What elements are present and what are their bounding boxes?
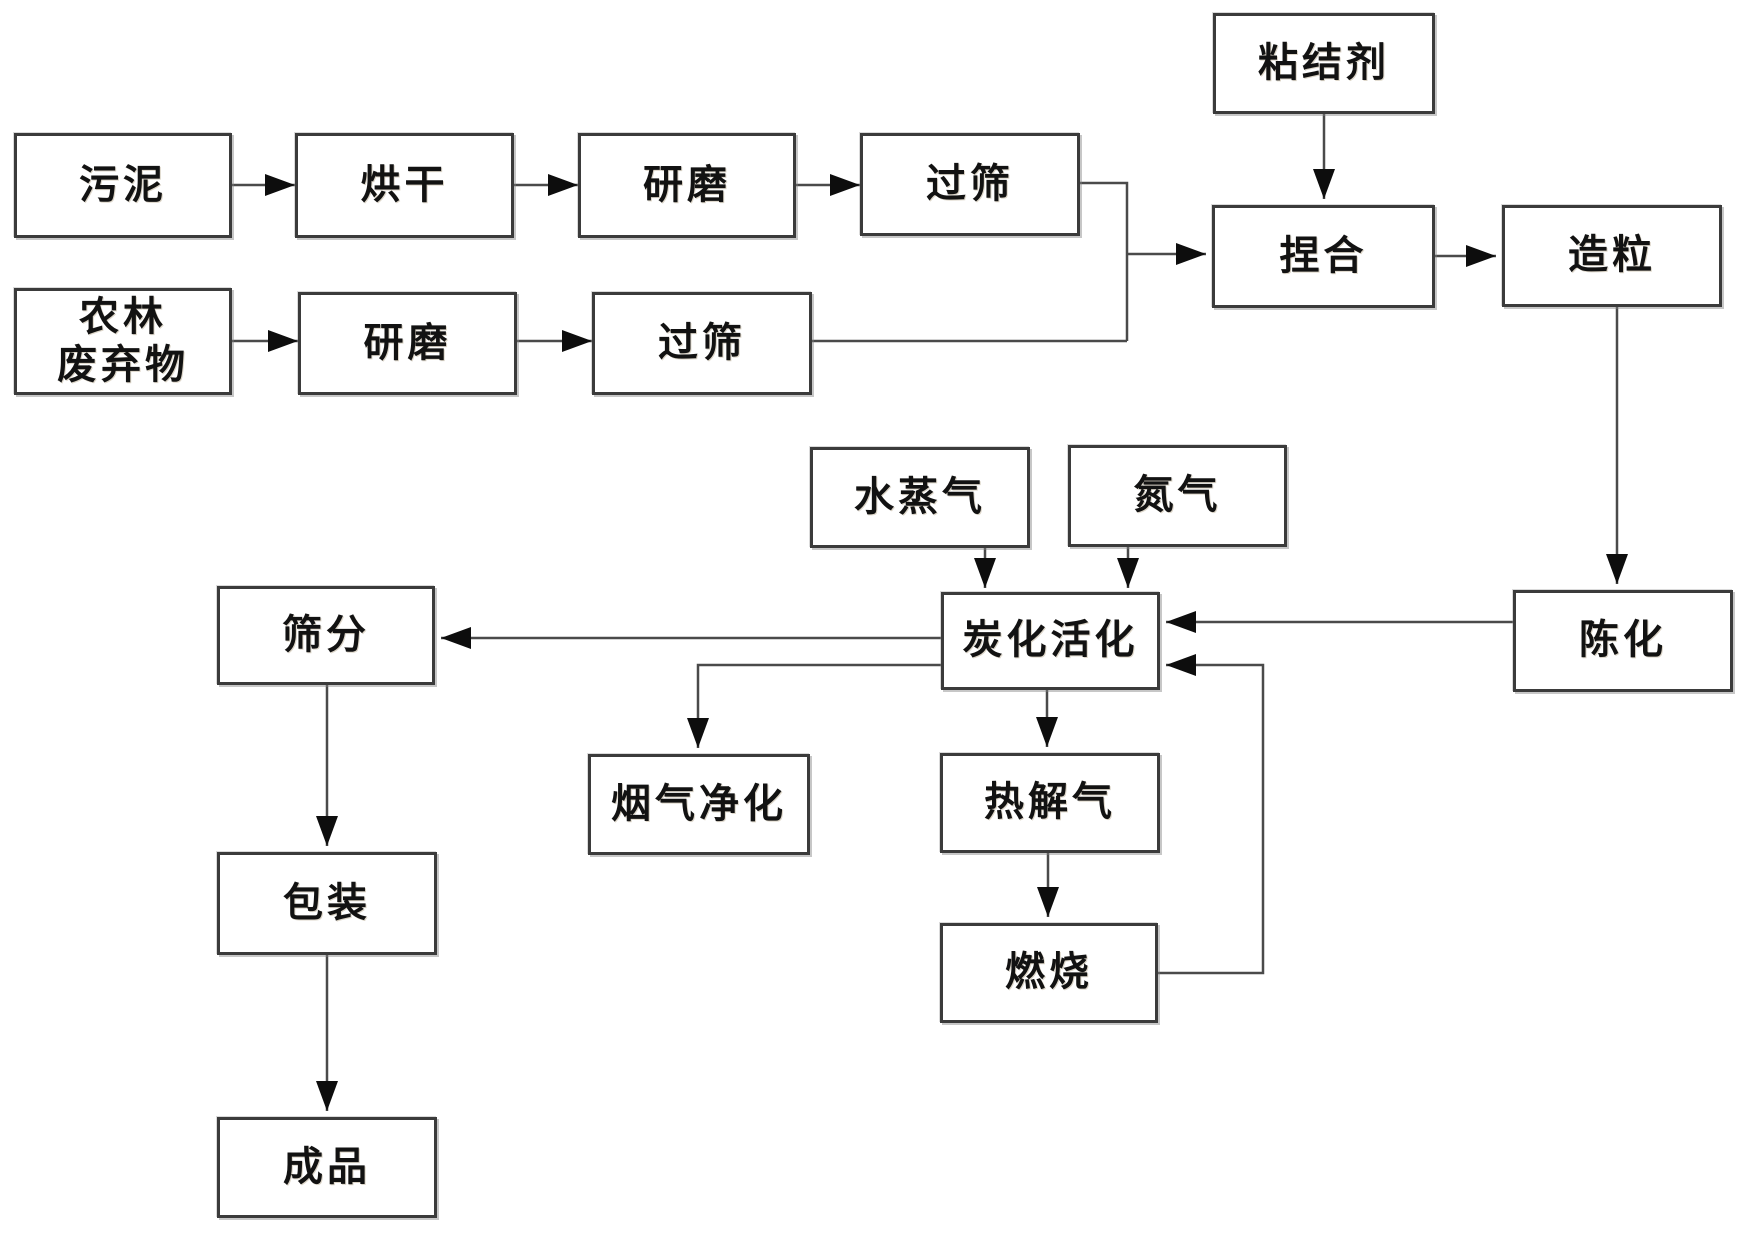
arrowhead-merge-bus-kneading bbox=[1176, 243, 1206, 265]
arrowhead-granulation-aging bbox=[1606, 554, 1628, 584]
arrowhead-kneading-granulation bbox=[1466, 245, 1496, 267]
node-packaging: 包装 bbox=[217, 852, 437, 955]
node-label-sieving-1: 过筛 bbox=[926, 161, 1014, 206]
edge-sieving-1-merge-bus bbox=[1080, 181, 1129, 341]
node-drying: 烘干 bbox=[295, 133, 514, 238]
arrowhead-sludge-drying bbox=[265, 174, 295, 196]
node-label-finished-product: 成品 bbox=[283, 1144, 371, 1189]
arrowhead-packaging-finished-product bbox=[316, 1081, 338, 1111]
arrowhead-carbonization-activation-pyrolysis-gas bbox=[1036, 717, 1058, 747]
node-steam: 水蒸气 bbox=[810, 447, 1030, 548]
node-kneading: 捏合 bbox=[1212, 205, 1435, 308]
arrowhead-grinding-2-sieving-2 bbox=[562, 330, 592, 352]
node-sludge: 污泥 bbox=[14, 133, 232, 238]
node-label-grinding-2: 研磨 bbox=[363, 320, 452, 365]
node-label-pyrolysis-gas: 热解气 bbox=[984, 780, 1116, 825]
node-granulation: 造粒 bbox=[1502, 205, 1722, 307]
node-screening: 筛分 bbox=[217, 586, 435, 685]
node-label-carbonization-activation: 炭化活化 bbox=[962, 618, 1139, 663]
node-carbonization-activation: 炭化活化 bbox=[941, 592, 1160, 690]
arrowhead-nitrogen-carbonization-activation bbox=[1117, 558, 1139, 588]
node-label-granulation: 造粒 bbox=[1568, 233, 1656, 278]
arrowhead-drying-grinding-1 bbox=[548, 174, 578, 196]
arrowhead-carbonization-activation-flue-gas-purification bbox=[687, 718, 709, 748]
node-finished-product: 成品 bbox=[217, 1117, 437, 1218]
arrowhead-screening-packaging bbox=[316, 816, 338, 846]
arrowhead-grinding-1-sieving-1 bbox=[830, 174, 860, 196]
arrowhead-pyrolysis-gas-combustion bbox=[1037, 887, 1059, 917]
node-label-grinding-1: 研磨 bbox=[643, 162, 731, 207]
node-aging: 陈化 bbox=[1513, 590, 1733, 692]
arrowhead-combustion-carbonization-activation bbox=[1166, 654, 1196, 676]
node-label-screening: 筛分 bbox=[282, 612, 370, 657]
arrowhead-carbonization-activation-screening bbox=[441, 627, 471, 649]
node-agroforestry-waste: 农林 废弃物 bbox=[14, 288, 232, 395]
node-label-sieving-2: 过筛 bbox=[658, 320, 746, 365]
node-label-sludge: 污泥 bbox=[79, 162, 167, 207]
node-sieving-1: 过筛 bbox=[860, 133, 1080, 236]
node-nitrogen: 氮气 bbox=[1068, 445, 1287, 547]
node-pyrolysis-gas: 热解气 bbox=[940, 753, 1160, 853]
node-label-drying: 烘干 bbox=[360, 162, 449, 207]
node-label-kneading: 捏合 bbox=[1279, 233, 1368, 278]
node-combustion: 燃烧 bbox=[940, 923, 1158, 1023]
node-label-binder: 粘结剂 bbox=[1258, 40, 1390, 85]
node-label-combustion: 燃烧 bbox=[1005, 950, 1093, 995]
edge-combustion-carbonization-activation bbox=[1158, 663, 1265, 975]
node-grinding-2: 研磨 bbox=[298, 292, 517, 395]
node-label-aging: 陈化 bbox=[1579, 618, 1667, 663]
node-label-nitrogen: 氮气 bbox=[1133, 473, 1222, 518]
arrowhead-aging-carbonization-activation bbox=[1166, 611, 1196, 633]
node-sieving-2: 过筛 bbox=[592, 292, 812, 395]
arrowhead-agroforestry-waste-grinding-2 bbox=[268, 330, 298, 352]
arrowhead-binder-kneading bbox=[1313, 169, 1335, 199]
node-label-packaging: 包装 bbox=[283, 880, 371, 925]
node-flue-gas-purification: 烟气净化 bbox=[588, 754, 810, 855]
node-label-steam: 水蒸气 bbox=[854, 474, 986, 519]
node-label-agroforestry-waste: 农林 废弃物 bbox=[57, 295, 189, 387]
node-binder: 粘结剂 bbox=[1213, 13, 1435, 114]
node-grinding-1: 研磨 bbox=[578, 133, 796, 238]
node-label-flue-gas-purification: 烟气净化 bbox=[611, 781, 787, 826]
arrowhead-steam-carbonization-activation bbox=[974, 558, 996, 588]
